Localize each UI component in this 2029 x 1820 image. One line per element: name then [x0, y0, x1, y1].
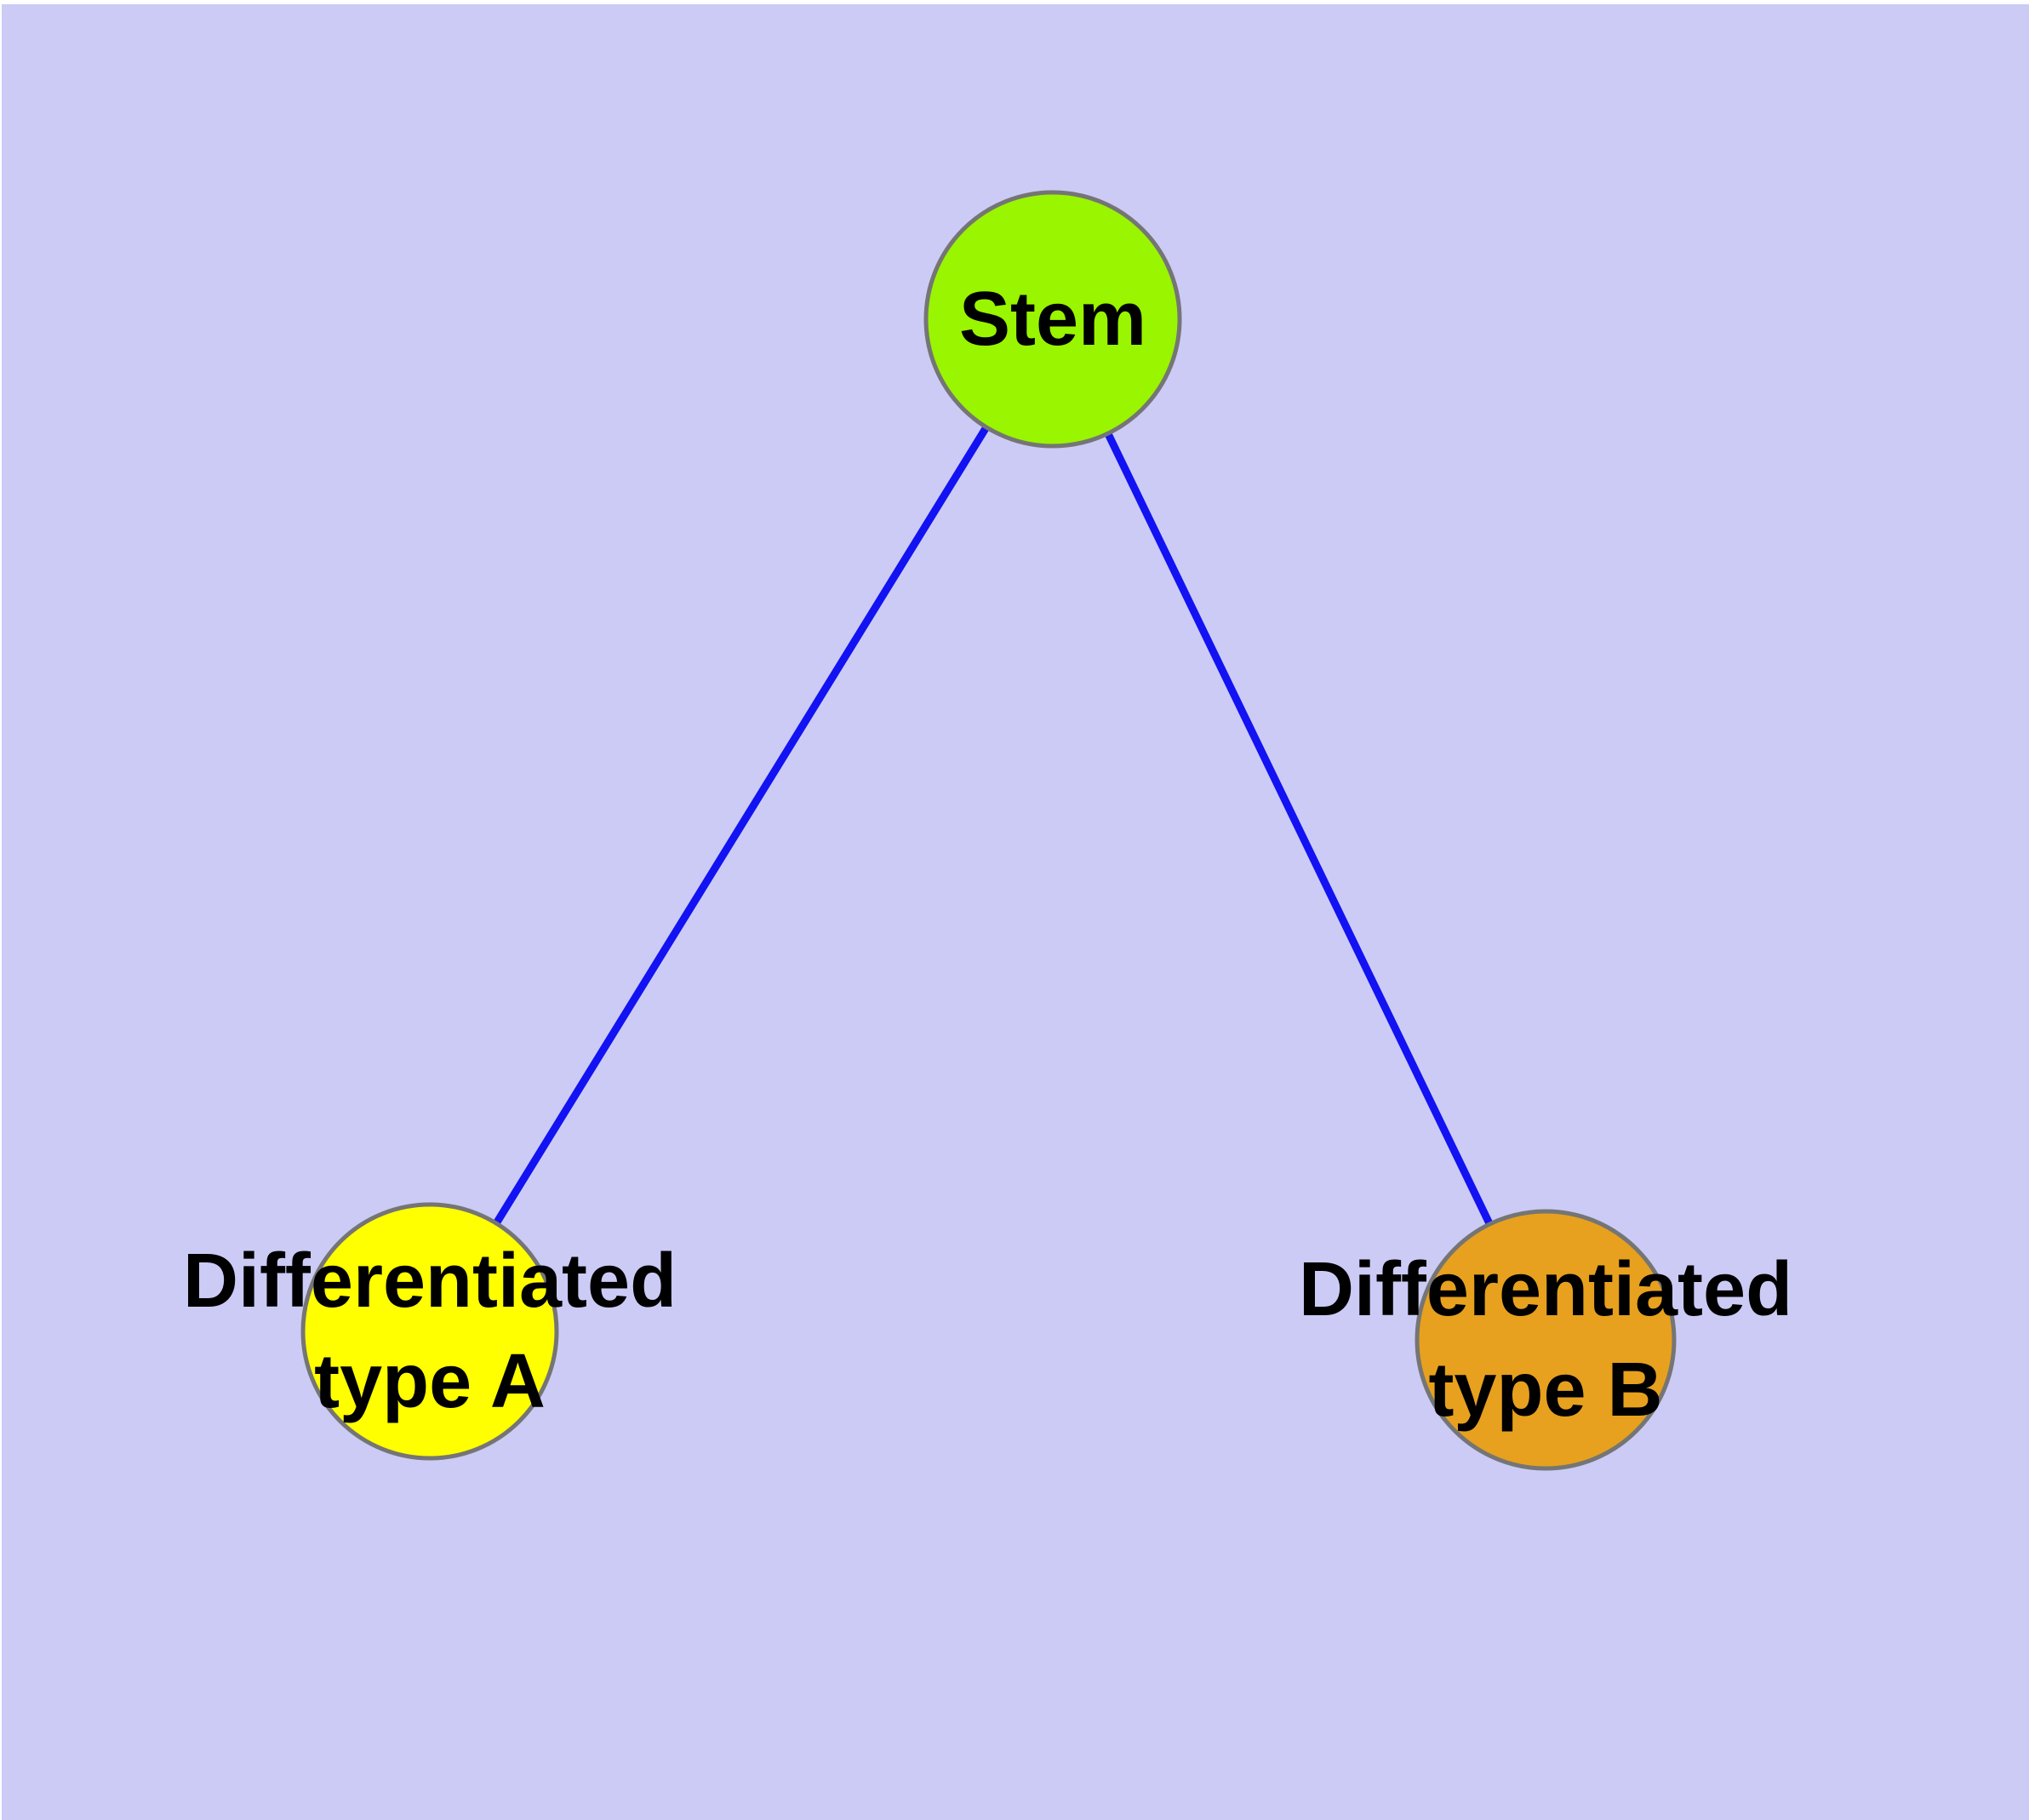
node-label-line: Differentiated — [182, 1239, 677, 1324]
node-stem — [923, 190, 1182, 449]
edges-layer — [426, 317, 1550, 1342]
node-differentiated-type-b — [1415, 1209, 1677, 1471]
node-label-differentiated-type-b: Differentiated type B — [1299, 1239, 1792, 1440]
node-label-stem: Stem — [959, 269, 1146, 369]
edge-stem-to-differentiated-type-a — [426, 317, 1056, 1334]
nodes-layer — [300, 190, 1677, 1471]
node-label-line: type A — [314, 1339, 546, 1424]
node-label-line: Differentiated — [1298, 1247, 1793, 1332]
node-label-line: type B — [1428, 1348, 1663, 1433]
node-differentiated-type-a — [300, 1202, 559, 1461]
node-label-line: Stem — [958, 277, 1147, 362]
edge-stem-to-differentiated-type-b — [1049, 318, 1550, 1342]
node-label-differentiated-type-a: Differentiated type A — [183, 1231, 677, 1432]
